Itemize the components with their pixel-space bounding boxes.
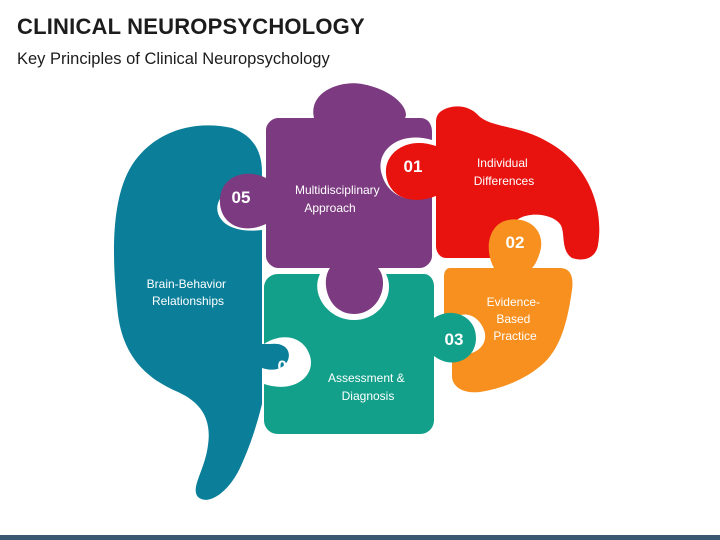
- piece-05-number: 05: [232, 188, 251, 207]
- puzzle-piece-brain-behavior: Brain-Behavior Relationships 04: [113, 125, 297, 500]
- puzzle-piece-multidisciplinary: Multidisciplinary Approach 05: [219, 83, 432, 314]
- piece-03-label: Assessment & Diagnosis: [328, 371, 408, 403]
- piece-05-label: Multidisciplinary Approach: [295, 183, 383, 215]
- page-subtitle: Key Principles of Clinical Neuropsycholo…: [17, 50, 330, 68]
- footer-bar: [0, 535, 720, 540]
- piece-01-label: Individual Differences: [474, 156, 534, 188]
- puzzle-piece-02-shape: [444, 219, 573, 393]
- puzzle-piece-04-shape: [113, 125, 289, 500]
- puzzle-piece-assessment: Assessment & Diagnosis 03: [264, 274, 476, 434]
- puzzle-piece-individual-differences: Individual Differences 01: [385, 106, 600, 260]
- puzzle-piece-03-shape: [264, 274, 476, 434]
- piece-02-label: Evidence- Based Practice: [487, 295, 544, 343]
- puzzle-piece-evidence-based: Evidence- Based Practice 02: [444, 219, 573, 393]
- piece-03-number: 03: [445, 330, 464, 349]
- piece-01-number: 01: [404, 157, 423, 176]
- page-title: CLINICAL NEUROPSYCHOLOGY: [17, 14, 365, 39]
- piece-02-number: 02: [506, 233, 525, 252]
- puzzle-piece-01-shape: [385, 106, 600, 260]
- piece-04-number: 04: [278, 357, 297, 376]
- piece-04-label: Brain-Behavior Relationships: [147, 277, 230, 308]
- puzzle-piece-05-shape: [219, 83, 432, 314]
